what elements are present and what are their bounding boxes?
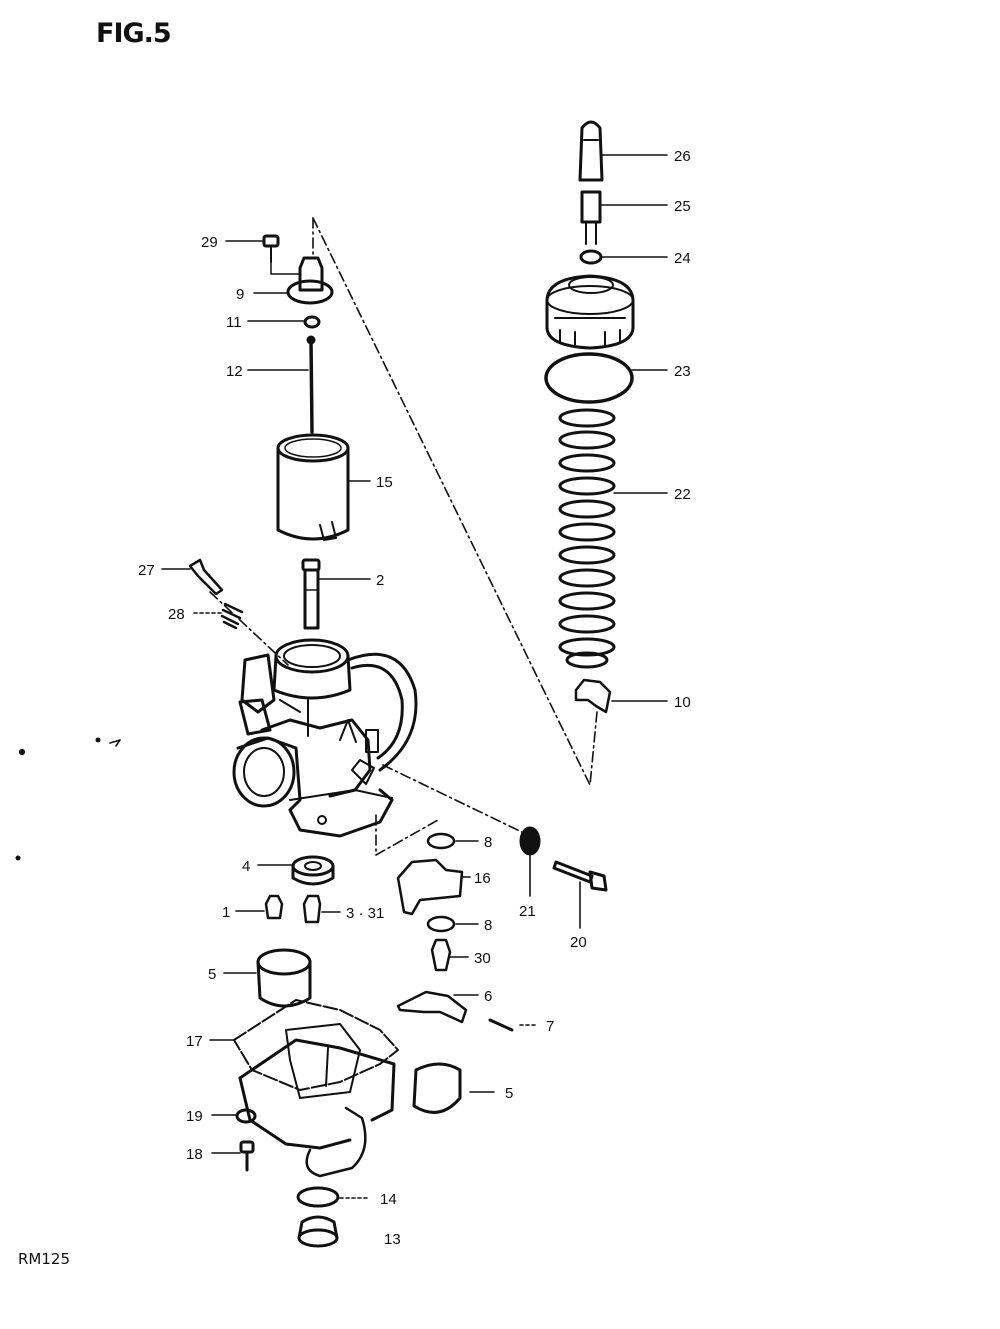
callout-25: 25 <box>674 198 691 215</box>
part-5-float-a <box>256 948 312 1008</box>
part-15-valve <box>276 433 350 541</box>
part-13-plug <box>297 1215 339 1248</box>
part-9-plate <box>286 256 334 305</box>
part-19-washer <box>235 1108 257 1124</box>
callout-7: 7 <box>546 1018 554 1035</box>
callout-21: 21 <box>519 903 536 920</box>
part-7-pin <box>488 1018 514 1032</box>
part-4-washer <box>291 855 335 886</box>
callout-20: 20 <box>570 934 587 951</box>
callout-13: 13 <box>384 1231 401 1248</box>
part-24-nut <box>579 249 603 265</box>
part-top-cover <box>545 274 635 350</box>
callout-28: 28 <box>168 606 185 623</box>
part-29-screw <box>262 234 301 275</box>
callout-10: 10 <box>674 694 691 711</box>
part-28-spring <box>220 602 244 630</box>
callout-3-31: 3 · 31 <box>346 905 384 922</box>
part-17-gasket <box>233 999 399 1091</box>
assembly-lines <box>209 217 598 856</box>
part-18-screw <box>239 1140 255 1172</box>
callout-6: 6 <box>484 988 492 1005</box>
part-8-washer-a <box>426 832 456 850</box>
part-25-adjuster <box>580 190 602 245</box>
callout-29: 29 <box>201 234 218 251</box>
part-2-needle-jet <box>301 558 321 630</box>
part-21-plug <box>519 826 541 856</box>
callout-9: 9 <box>236 286 244 303</box>
part-5-float-b <box>412 1062 462 1114</box>
part-11-clip <box>303 315 321 329</box>
part-30-valve <box>430 938 452 972</box>
callout-27: 27 <box>138 562 155 579</box>
callout-4: 4 <box>242 858 250 875</box>
part-6-arm <box>396 990 468 1024</box>
callout-18: 18 <box>186 1146 203 1163</box>
part-3-jet <box>302 894 322 924</box>
callout-19: 19 <box>186 1108 203 1125</box>
callout-8b: 8 <box>484 917 492 934</box>
part-20-screw <box>552 860 608 892</box>
callout-14: 14 <box>380 1191 397 1208</box>
part-14-o-ring <box>296 1186 340 1208</box>
part-10-clip <box>574 678 612 714</box>
callout-15: 15 <box>376 474 393 491</box>
callout-labels: 26 25 24 23 22 10 29 9 11 12 15 2 27 28 … <box>138 148 691 1248</box>
callout-24: 24 <box>674 250 691 267</box>
float-chamber <box>238 1023 396 1178</box>
stray-dot <box>18 748 26 756</box>
callout-16: 16 <box>474 870 491 887</box>
callout-2: 2 <box>376 572 384 589</box>
callout-22: 22 <box>674 486 691 503</box>
callout-23: 23 <box>674 363 691 380</box>
part-26-cap <box>578 120 604 182</box>
callout-5a: 5 <box>208 966 216 983</box>
callout-12: 12 <box>226 363 243 380</box>
leader-lines <box>161 154 668 1199</box>
callout-5b: 5 <box>505 1085 513 1102</box>
callout-30: 30 <box>474 950 491 967</box>
part-23-o-ring <box>544 352 634 404</box>
model-label: RM125 <box>18 1250 70 1268</box>
part-1-jet <box>264 894 284 920</box>
callout-1: 1 <box>222 904 230 921</box>
part-22-spring <box>558 408 616 669</box>
part-8-washer-b <box>426 915 456 933</box>
callout-17: 17 <box>186 1033 203 1050</box>
callout-11: 11 <box>226 314 242 331</box>
callout-8a: 8 <box>484 834 492 851</box>
part-27-screw <box>188 558 224 596</box>
carburetor-body <box>232 638 418 838</box>
part-16-plate <box>396 858 464 916</box>
part-12-needle <box>306 335 316 434</box>
figure-title: FIG.5 <box>96 18 172 49</box>
callout-26: 26 <box>674 148 691 165</box>
